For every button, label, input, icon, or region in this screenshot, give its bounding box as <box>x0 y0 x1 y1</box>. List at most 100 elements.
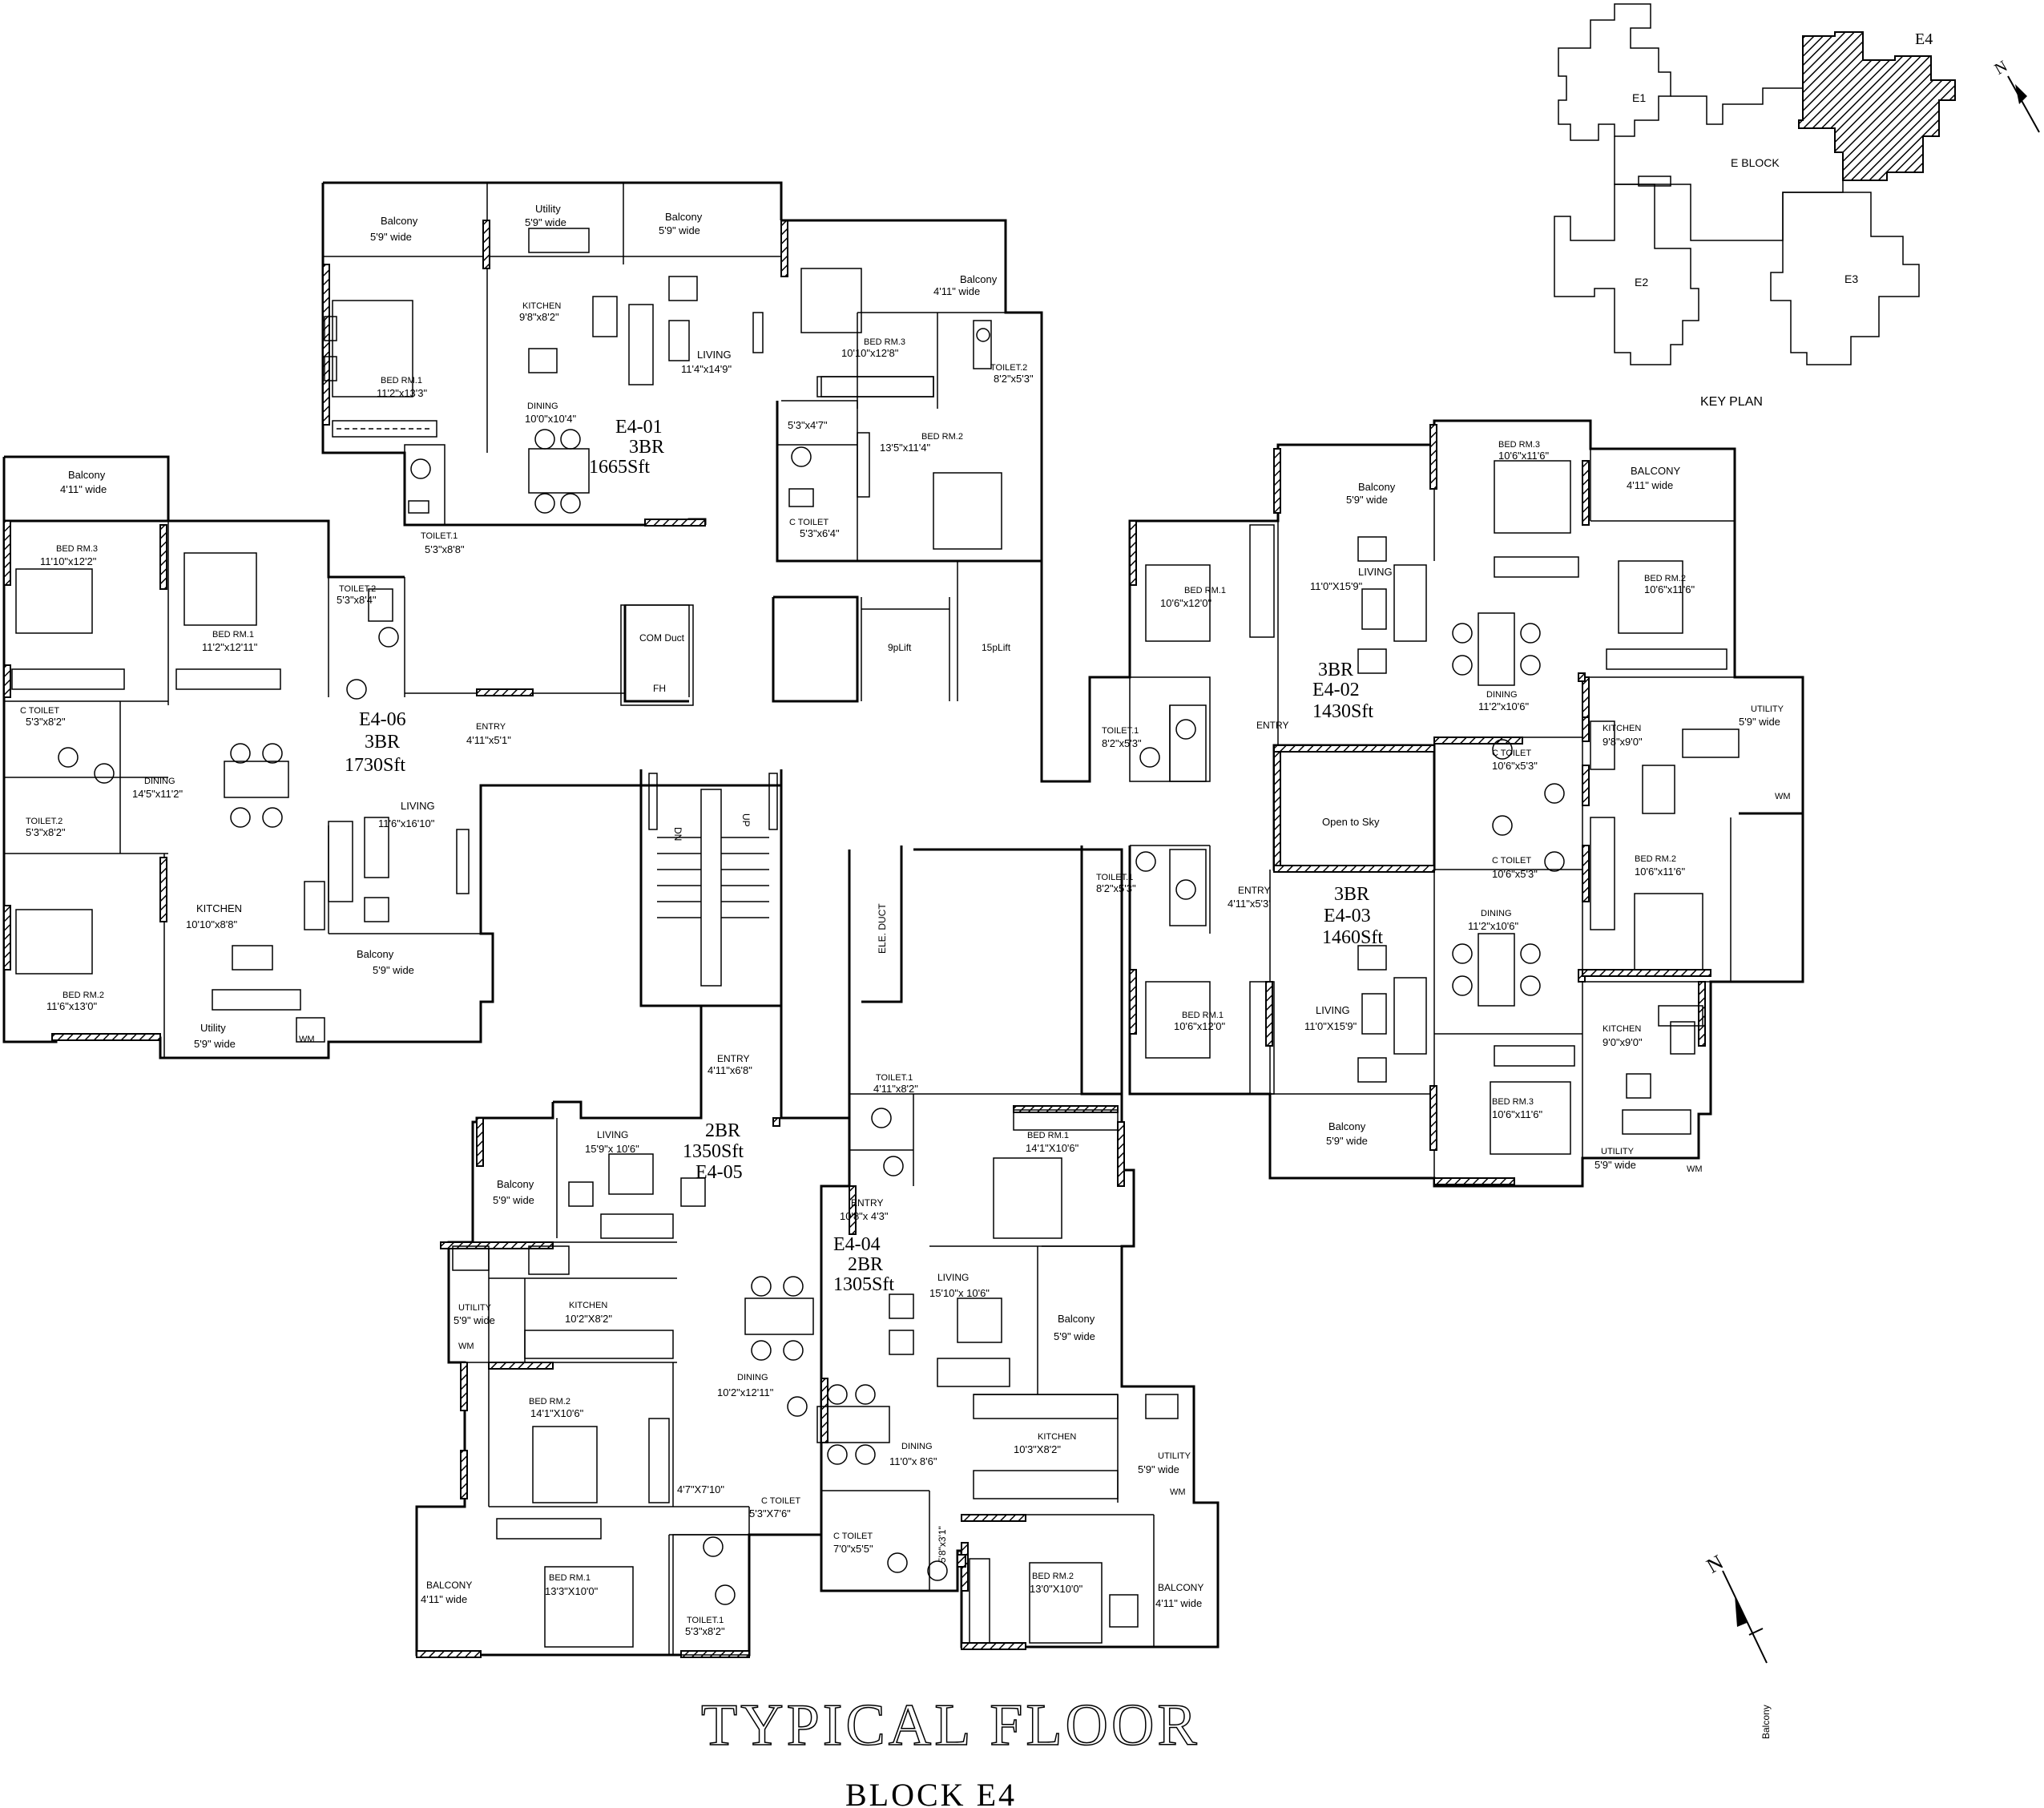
label-dim: 5'9" wide <box>493 1194 534 1206</box>
label-dim: 4'11"x5'3' <box>1228 898 1271 910</box>
label-entry: ENTRY <box>476 722 506 732</box>
label-dim: 10'6"x11'6" <box>1498 450 1549 462</box>
label-dim: 4'11"x8'2" <box>873 1083 918 1095</box>
label-dim: 5'9" wide <box>1138 1463 1179 1475</box>
label-fh: FH <box>653 683 666 694</box>
label-dim: 5'9" wide <box>373 964 414 976</box>
label-dim: 5'3"x8'2" <box>685 1625 725 1637</box>
label-dim: 10'8"x 4'3" <box>840 1210 889 1222</box>
key-plan-label-e1: E1 <box>1632 91 1646 104</box>
label-dining: DINING <box>737 1373 768 1382</box>
label-dim: 5'9" wide <box>370 231 412 243</box>
labels-e4-03: C TOILET 10'6"x5'3" TOILET.1 8'2"x5'3" E… <box>1096 854 1772 1739</box>
label-toilet: TOILET.1 <box>876 1073 913 1083</box>
label-dim: 10'10"x12'8" <box>841 347 899 359</box>
label-utility: Utility <box>535 203 561 215</box>
label-wm: WM <box>1687 1164 1703 1174</box>
label-kitchen: KITCHEN <box>1603 1024 1641 1034</box>
key-plan: E1 E2 E3 E4 E BLOCK KEY PLAN N <box>1554 3 2040 409</box>
label-dim: 5'9" wide <box>1594 1159 1636 1171</box>
label-dim: 4'11" wide <box>60 483 107 495</box>
label-toilet: C TOILET <box>833 1532 873 1541</box>
label-bed: BED RM.2 <box>1635 854 1676 864</box>
label-bed: BED RM.1 <box>381 376 422 385</box>
label-dim: 4'11" wide <box>1155 1597 1202 1609</box>
label-balcony: Balcony <box>381 215 418 227</box>
label-dim: 5'9" wide <box>1054 1330 1095 1342</box>
label-bed: BED RM.1 <box>1027 1131 1069 1140</box>
label-bed: BED RM.1 <box>1182 1011 1224 1020</box>
label-dim: 11'2"x13'3" <box>377 387 427 399</box>
label-utility: UTILITY <box>1751 704 1784 714</box>
label-bed: BED RM.3 <box>864 337 905 347</box>
label-bed: BED RM.2 <box>1032 1572 1074 1581</box>
label-dim: 9'8"x9'0" <box>1603 736 1643 748</box>
label-balcony: Balcony <box>497 1178 534 1190</box>
label-living: LIVING <box>1358 566 1393 578</box>
unit-type: 2BR <box>848 1254 883 1275</box>
key-plan-wing-e3 <box>1770 192 1920 365</box>
label-dim: 8'2"x5'3" <box>1096 882 1136 894</box>
label-wm: WM <box>1170 1487 1186 1497</box>
label-dim: 15'9"x 10'6" <box>585 1143 639 1155</box>
label-dim: 15'10"x 10'6" <box>929 1287 990 1299</box>
label-dim: 11'6"x13'0" <box>46 1000 97 1012</box>
label-lift: 15pLift <box>982 642 1011 653</box>
label-dim: 11'2"x10'6" <box>1468 920 1518 932</box>
label-dim: 10'6"x12'0" <box>1160 597 1211 609</box>
labels-e4-02: Balcony 5'9" wide BED RM.3 10'6"x11'6" B… <box>1102 440 1791 801</box>
label-dim: 5'3"x6'4" <box>800 527 840 539</box>
label-dim: 5'3"x8'2" <box>26 826 66 838</box>
label-dim: 13'3"X10'0" <box>545 1585 599 1597</box>
label-balcony: BALCONY <box>1158 1582 1203 1593</box>
label-dim: 10'2"x12'11" <box>717 1386 774 1398</box>
unit-type: 3BR <box>1318 660 1353 680</box>
label-living: LIVING <box>1316 1004 1350 1016</box>
label-bed: BED RM.3 <box>1492 1097 1534 1107</box>
hatch <box>1013 1105 1119 1113</box>
key-plan-label-e2: E2 <box>1635 276 1648 289</box>
label-bed: BED RM.2 <box>921 432 963 442</box>
label-dim: 10'0"x10'4" <box>525 413 576 425</box>
label-toilet: C TOILET <box>20 706 59 716</box>
label-toilet: TOILET.1 <box>421 531 458 541</box>
labels-e4-05: LIVING 15'9"x 10'6" Balcony 5'9" wide KI… <box>421 1120 800 1637</box>
label-dim: 10'2"X8'2" <box>565 1313 612 1325</box>
label-dim: 10'10"x8'8" <box>186 918 237 930</box>
label-dim: 8'2"x5'3" <box>994 373 1034 385</box>
label-dim: 5'8"x3'1" <box>937 1526 948 1563</box>
unit-area: 1665Sft <box>589 457 650 478</box>
label-dim: 10'3"X8'2" <box>1014 1443 1061 1455</box>
unit-id: E4-05 <box>695 1162 743 1183</box>
label-living: LIVING <box>401 800 435 812</box>
key-plan-title: KEY PLAN <box>1700 395 1763 409</box>
label-dim: 8'2"x5'3" <box>1102 737 1142 749</box>
label-balcony: BALCONY <box>426 1580 472 1591</box>
label-dim: 4'11" wide <box>1627 479 1673 491</box>
page-title: TYPICAL FLOOR <box>701 1693 1200 1758</box>
label-dim: 14'5"x11'2" <box>132 788 183 800</box>
label-dim: 11'10"x12'2" <box>40 555 97 567</box>
unit-type: 3BR <box>629 437 664 458</box>
label-living: LIVING <box>697 349 732 361</box>
label-dim: 4'11" wide <box>421 1593 467 1605</box>
label-bed: BED RM.1 <box>212 630 254 640</box>
label-dim: 11'4"x14'9" <box>681 363 732 375</box>
label-dim: 5'9" wide <box>1346 494 1388 506</box>
label-bed: BED RM.3 <box>56 544 98 554</box>
label-dim: 5'9" wide <box>525 216 566 228</box>
label-dim: 10'6"x5'3" <box>1492 760 1538 772</box>
key-plan-block-label: E BLOCK <box>1731 156 1780 169</box>
label-dim: 11'0"X15'9" <box>1304 1020 1357 1032</box>
label-kitchen: KITCHEN <box>569 1301 607 1310</box>
unit-type: 2BR <box>705 1120 740 1141</box>
unit-area: 1430Sft <box>1312 701 1373 722</box>
label-toilet: TOILET.1 <box>1102 726 1139 736</box>
label-dim: 11'6"x16'10" <box>378 817 435 829</box>
label-dim: 5'3"x4'7" <box>788 419 828 431</box>
label-entry: ENTRY <box>1256 720 1288 731</box>
label-balcony: BALCONY <box>1631 465 1680 477</box>
label-bed: BED RM.2 <box>1644 574 1686 583</box>
label-dim: 14'1"X10'6" <box>1026 1142 1079 1154</box>
label-toilet: TOILET.2 <box>990 363 1027 373</box>
